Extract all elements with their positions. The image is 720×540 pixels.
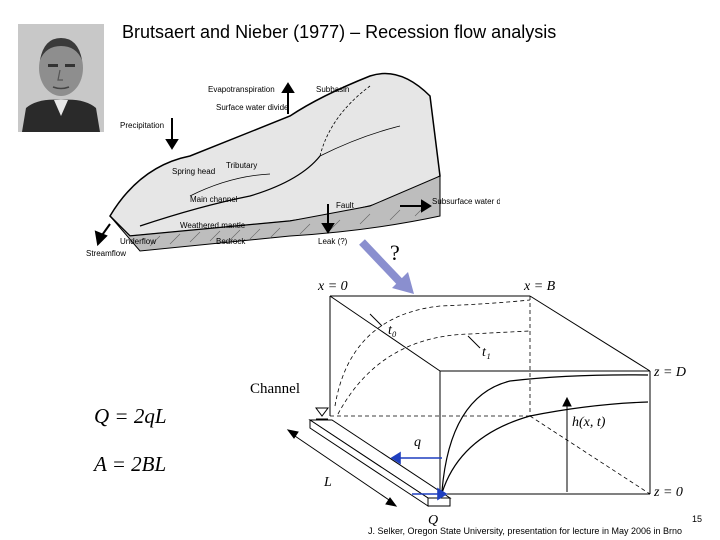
label-t0: t₀ [388,323,397,338]
label-x-0: x = 0 [317,279,348,294]
label-spring-head: Spring head [172,167,215,176]
equation-discharge: Q = 2qL [94,404,167,429]
slide-footer: J. Selker, Oregon State University, pres… [368,526,682,536]
label-precipitation: Precipitation [120,121,164,130]
label-streamflow: Streamflow [86,249,126,258]
watershed-diagram: Evapotranspiration Subbasin Surface wate… [70,56,500,266]
slide-number: 15 [692,514,702,524]
label-h: h(x, t) [572,415,606,430]
label-evapotranspiration: Evapotranspiration [208,85,275,94]
label-leak: Leak (?) [318,237,348,246]
label-z-0: z = 0 [653,485,683,500]
label-x-b: x = B [523,279,556,294]
label-length: L [323,475,332,490]
label-tributary: Tributary [226,161,257,170]
label-q: q [414,435,421,450]
label-bedrock: Bedrock [216,237,246,246]
label-channel: Channel [250,381,300,398]
label-z-d: z = D [653,365,686,380]
label-t1: t₁ [482,345,491,360]
label-fault: Fault [336,201,355,210]
label-discharge: Q [428,513,438,526]
label-underflow: Underflow [120,237,156,246]
label-surface-water-divide: Surface water divide [216,103,289,112]
aquifer-diagram: x = 0 x = B z = D z = 0 t₀ t₁ h(x, t) q … [240,276,700,526]
label-main-channel: Main channel [190,195,238,204]
label-subbasin: Subbasin [316,85,349,94]
slide-title: Brutsaert and Nieber (1977) – Recession … [122,22,556,43]
question-mark: ? [390,240,400,266]
equation-area: A = 2BL [94,452,166,477]
label-subsurface-water-divide: Subsurface water divide [432,197,500,206]
label-weathered-mantle: Weathered mantle [180,221,246,230]
